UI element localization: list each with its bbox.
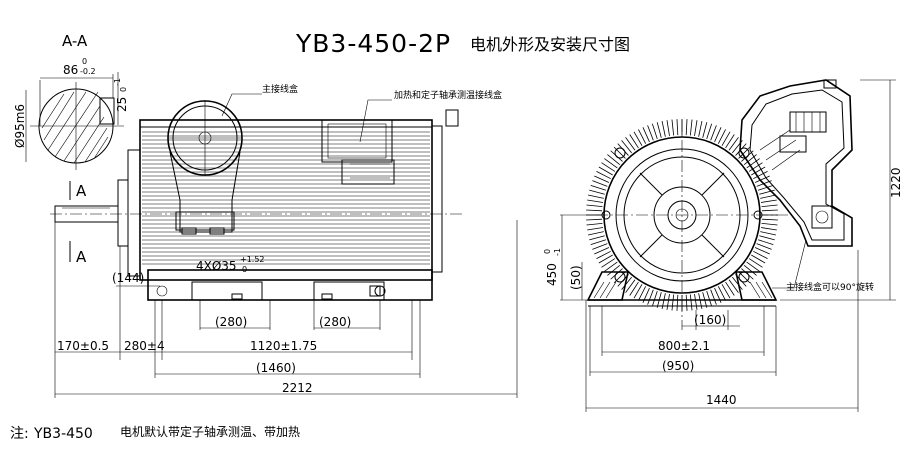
frame-cooling-fins [142,131,430,265]
dim-144: (144) [112,271,144,285]
section-width-tol-lower: -0.2 [80,67,96,76]
feet-holes-tol-lower: 0 [242,265,247,274]
drawing-note: 注: YB3-450 电机默认带定子轴承测温、带加热 [10,424,300,442]
section-width-dim: 86 [63,63,78,77]
section-depth-tol-lower: -1 [113,78,122,86]
note-model: YB3-450 [33,426,93,442]
dim-950: (950) [662,359,694,373]
dim-1120: 1120±1.75 [250,339,317,353]
section-depth-dim: 25 [115,97,129,112]
feet-holes-dim: 4XØ35 [196,259,237,273]
callout-main-terminal-box: 主接线盒 [262,83,298,95]
dim-2212: 2212 [282,381,313,395]
aux-terminal-box [321,119,393,163]
dim-450: 450 [545,263,559,286]
dim-280-right: (280) [319,315,351,329]
end-view-cooling-fins [586,119,778,311]
front-view: 主接线盒 加热和定子轴承测温接线盒 4XØ35 +1.52 0 (144) (2… [50,83,518,398]
note-text: 电机默认带定子轴承测温、带加热 [120,424,300,439]
dim-50: (50) [569,265,583,290]
section-mark-upper: A [76,182,87,200]
callout-box-rotate: 主接线盒可以90°旋转 [786,281,874,293]
section-depth-tol-upper: 0 [119,87,128,92]
callout-aux-terminal-box: 加热和定子轴承测温接线盒 [394,89,502,101]
dim-1440: 1440 [706,393,737,407]
note-prefix: 注: [10,426,29,442]
section-view-a-a: A-A 86 0 -0.2 25 0 -1 Ø95m6 [13,32,129,170]
dim-800: 800±2.1 [658,339,710,353]
dim-170: 170±0.5 [57,339,109,353]
feet-holes-tol-upper: +1.52 [240,255,265,264]
dim-1220: 1220 [889,167,903,198]
section-mark-lower: A [76,248,87,266]
dim-1460: (1460) [256,361,296,375]
section-label: A-A [62,32,88,50]
dim-450-tol-upper: 0 [543,249,552,254]
dim-280-left: (280) [215,315,247,329]
keyway [99,97,115,125]
dim-450-tol-lower: -1 [553,248,562,256]
motor-feet [147,269,433,301]
end-view: 主接线盒可以90°旋转 1220 450 0 -1 (50) (160) 800… [543,79,903,412]
dim-280-shaft: 280±4 [124,339,165,353]
dim-160: (160) [694,313,726,327]
shaft-hatching [41,91,109,164]
drawing-title-model: YB3-450-2P [295,29,451,58]
section-width-tol-upper: 0 [82,57,87,66]
drawing-title-subtitle: 电机外形及安装尺寸图 [470,35,630,54]
section-diameter-dim: Ø95m6 [13,104,27,148]
end-view-terminal-box [739,79,853,247]
end-foot-left [586,271,629,301]
end-foot-right [735,271,778,301]
